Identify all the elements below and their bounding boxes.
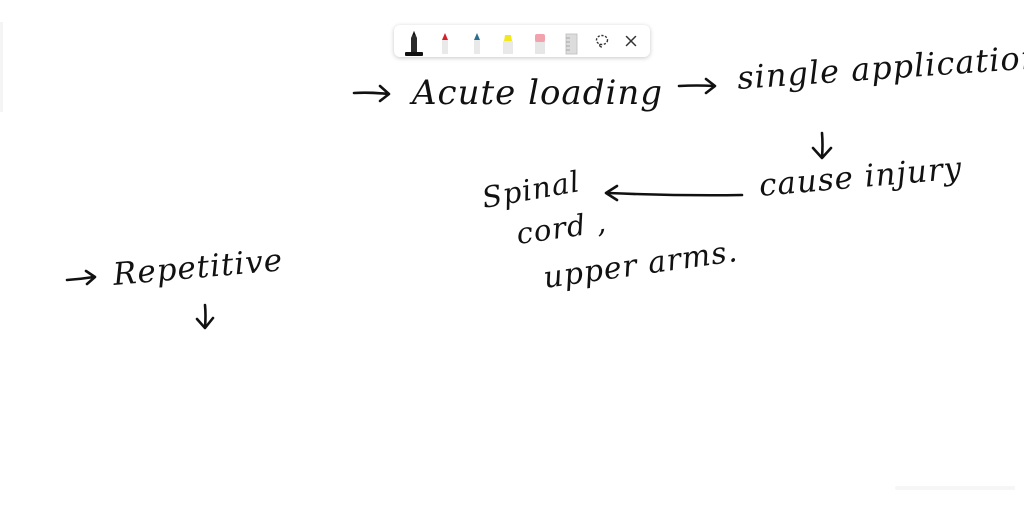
note-spinal: Spinal [479,164,582,215]
arrow-down-1 [811,131,833,160]
page-edge-mark [0,22,3,112]
highlighter-icon [503,35,514,54]
note-cord: cord , [514,205,608,251]
arrow-right-3 [65,269,97,286]
arrow-right-1 [352,84,391,103]
eraser-tool[interactable] [528,26,552,56]
black-pen-icon [411,31,417,54]
note-acute-loading: Acute loading [409,73,663,113]
note-cause-injury: cause injury [758,150,964,204]
ink-toolbar [394,25,650,57]
lasso-icon [595,34,608,48]
lasso-button[interactable] [591,26,613,56]
note-repetitive: Repetitive [111,242,285,293]
ruler-tool[interactable] [559,26,583,56]
arrow-down-2 [195,303,215,330]
close-icon [625,35,637,47]
arrow-right-2 [677,77,717,95]
red-pen-icon [442,33,449,54]
blue-pen-icon [473,33,480,54]
red-pen-tool[interactable] [433,26,457,56]
eraser-icon [534,34,545,54]
black-pen-tool[interactable] [402,26,426,56]
yellow-highlighter-tool[interactable] [496,26,520,56]
blue-pen-tool[interactable] [465,26,489,56]
note-single-application: single application [736,38,1024,97]
arrow-left-1 [604,184,744,202]
close-button[interactable] [620,26,642,56]
ruler-icon [565,33,578,55]
faint-smudge [895,486,1015,490]
